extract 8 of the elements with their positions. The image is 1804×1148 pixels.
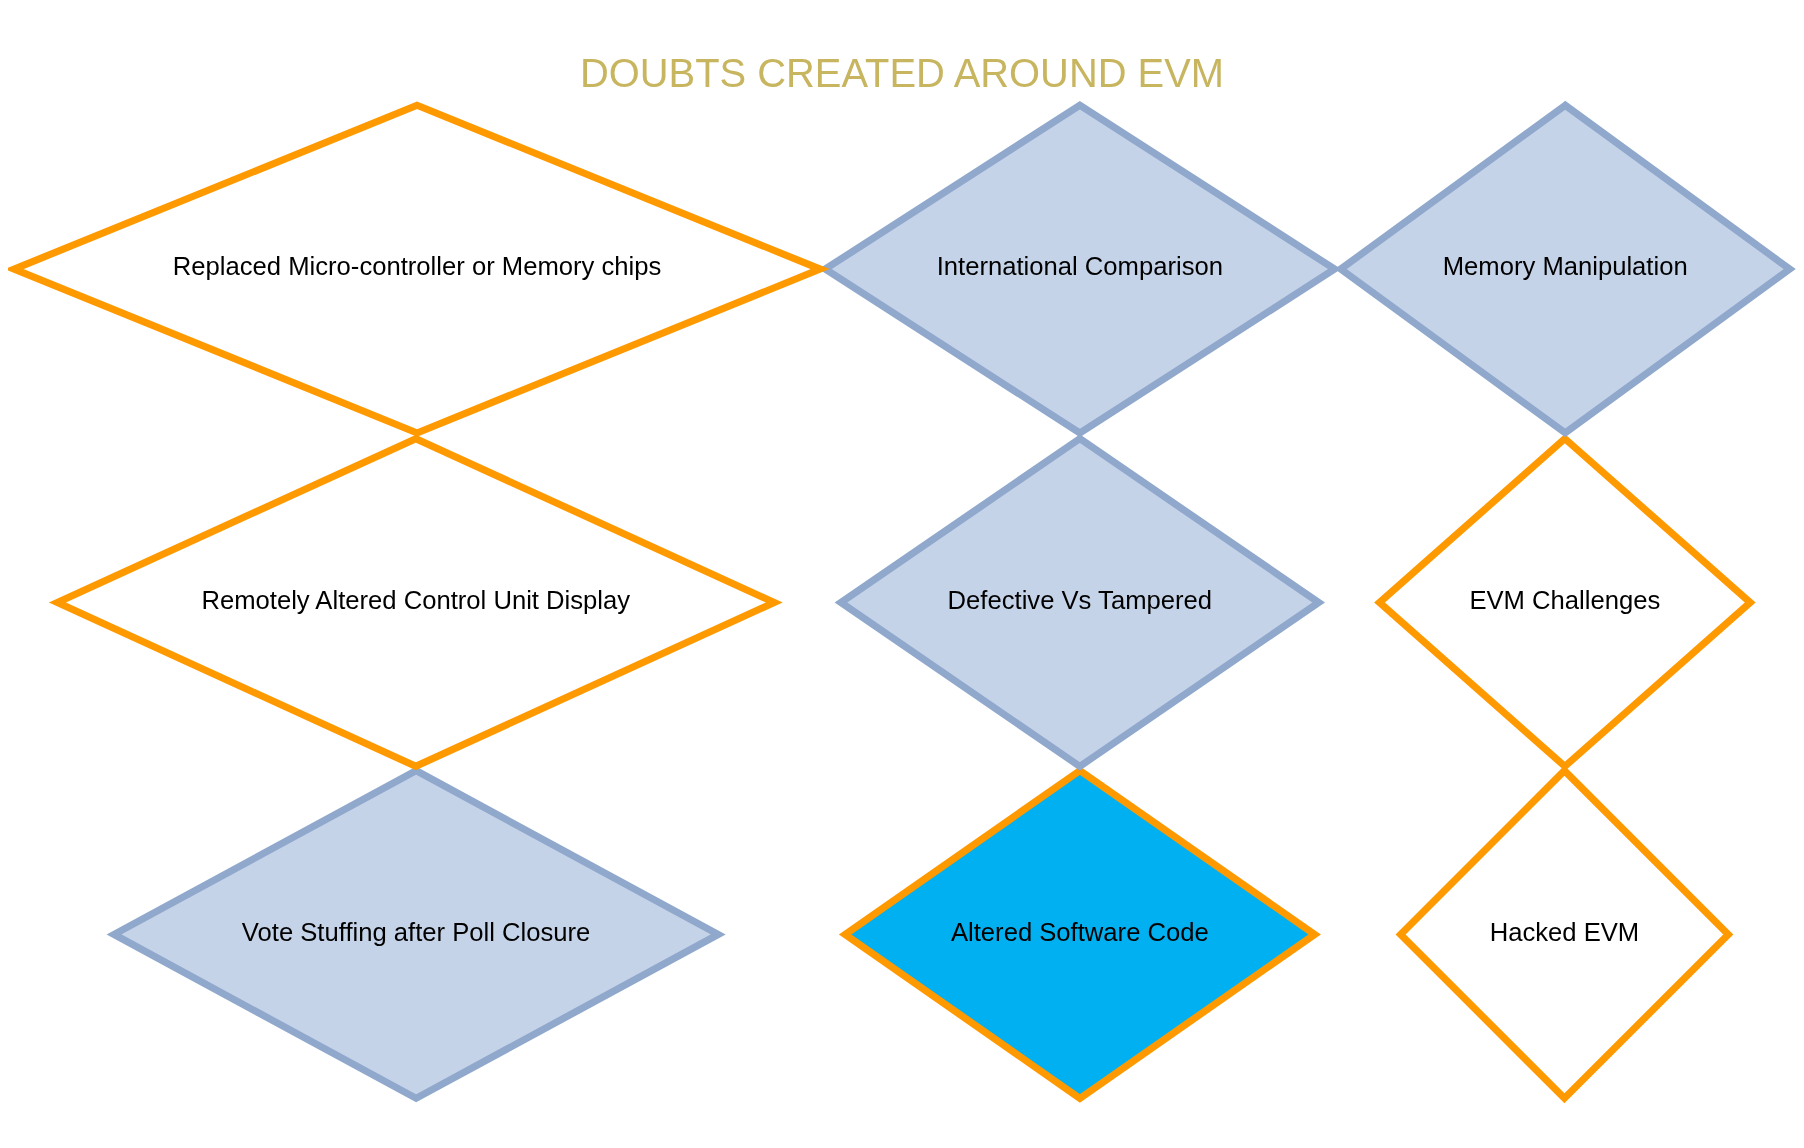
node-diamond: Remotely Altered Control Unit Display [48, 434, 783, 771]
node-diamond: Altered Software Code [838, 766, 1321, 1103]
node-diamond: EVM Challenges [1374, 433, 1756, 772]
diagram-title: DOUBTS CREATED AROUND EVM [580, 51, 1224, 96]
node-diamond: Defective Vs Tampered [834, 434, 1326, 771]
node-diamond: Memory Manipulation [1334, 100, 1796, 438]
node-diamond: Vote Stuffing after Poll Closure [106, 766, 726, 1103]
node-diamond: Replaced Micro-controller or Memory chips [8, 101, 830, 437]
